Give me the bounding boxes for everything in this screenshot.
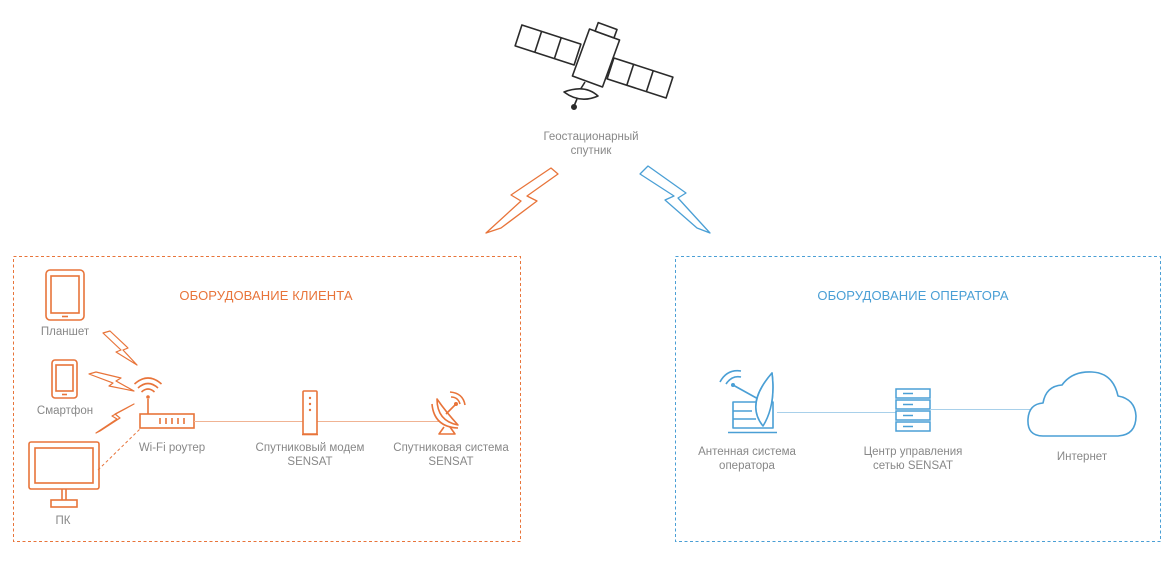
satellite-label-line2: спутник	[570, 145, 612, 157]
nms-label-line1: Центр управления	[863, 446, 963, 458]
dish-label-line2: SENSAT	[428, 456, 474, 468]
server-icon	[895, 388, 931, 432]
pc-router-link	[97, 427, 142, 471]
internet-label: Интернет	[1056, 451, 1108, 463]
satellite-label-line1: Геостационарный	[543, 131, 639, 143]
antenna-label: Антенная система оператора	[698, 445, 796, 473]
modem-label-line1: Спутниковый модем	[255, 442, 365, 454]
satellite-icon	[514, 21, 674, 111]
dish-label-line1: Спутниковая система	[393, 442, 509, 454]
nms-label-line2: сетью SENSAT	[872, 460, 953, 472]
antenna-icon	[719, 369, 777, 434]
client-section-title: ОБОРУДОВАНИЕ КЛИЕНТА	[179, 288, 353, 303]
antenna-label-line2: оператора	[719, 460, 775, 472]
antenna-label-line1: Антенная система	[698, 446, 796, 458]
smartphone-label: Смартфон	[36, 405, 94, 417]
tablet-icon	[45, 269, 85, 321]
dish-label: Спутниковая система SENSAT	[393, 441, 508, 469]
operator-section-title: ОБОРУДОВАНИЕ ОПЕРАТОРА	[817, 288, 1009, 303]
cloud-icon	[1027, 371, 1137, 437]
modem-label-line2: SENSAT	[287, 456, 333, 468]
wireless-bolt-icons	[88, 330, 138, 434]
modem-icon	[302, 390, 318, 436]
router-label: Wi-Fi роутер	[138, 442, 206, 454]
operator-equipment-box	[675, 256, 1161, 542]
downlink-bolt-icon	[639, 165, 711, 234]
uplink-bolt-icon	[485, 167, 559, 234]
smartphone-icon	[51, 359, 78, 399]
satellite-label: Геостационарный спутник	[543, 130, 638, 158]
nms-label: Центр управления сетью SENSAT	[864, 445, 963, 473]
pc-label: ПК	[55, 515, 71, 527]
tablet-label: Планшет	[40, 326, 90, 338]
wifi-router-icon	[133, 377, 195, 429]
client-equipment-box	[13, 256, 521, 542]
modem-label: Спутниковый модем SENSAT	[256, 441, 365, 469]
satellite-dish-icon	[431, 391, 466, 435]
monitor-icon	[28, 441, 100, 508]
